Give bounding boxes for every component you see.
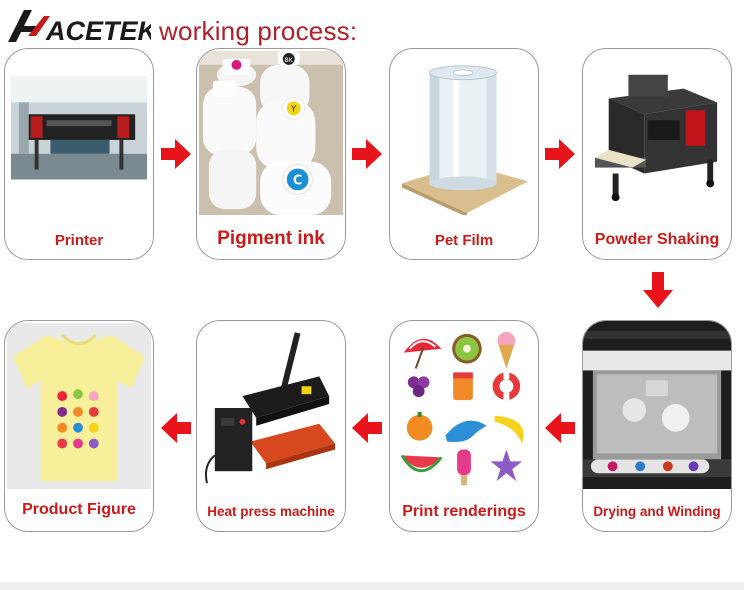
arrow-down-icon [643,272,673,308]
bottle-y-label: Y [290,104,296,113]
step-label: Powder Shaking [594,231,720,248]
step-card-powder-shaking: Powder Shaking [582,48,732,260]
arrow-left-icon [545,413,575,443]
bottle-bk-label: BK [285,58,293,64]
step-card-print-renderings: Print renderings [389,320,539,532]
arrow-right-icon [545,139,575,169]
page-subtitle: working process: [159,16,358,46]
bottle-c-label: C [293,173,302,188]
drying-winding-image [583,321,731,489]
step-label: Print renderings [402,503,526,520]
step-label: Pigment ink [217,228,325,249]
step-card-product-figure: Product Figure [4,320,154,532]
step-label: Heat press machine [207,504,335,519]
step-label: Drying and Winding [593,504,721,519]
step-label: Product Figure [22,501,136,518]
step-card-pigment-ink: BK Y C Pigment ink [196,48,346,260]
arrow-right-icon [352,139,382,169]
step-card-pet-film: Pet Film [389,48,539,260]
step-card-printer: Printer [4,48,154,260]
footer-divider [0,582,744,590]
arrow-right-icon [161,139,191,169]
arrow-left-icon [161,413,191,443]
printer-image [11,55,147,215]
acetek-logo: ACETEK [8,10,151,46]
pet-film-image [396,55,532,215]
powder-shaker-image [589,55,725,215]
logo-text: ACETEK [45,16,151,46]
tshirt-image [7,323,151,489]
ink-bottles-image: BK Y C [199,51,343,215]
print-renderings-image [396,327,532,487]
step-card-heat-press: Heat press machine [196,320,346,532]
heat-press-image [203,327,339,487]
step-label: Printer [54,232,104,249]
step-label: Pet Film [434,232,494,249]
header: ACETEK working process: [6,6,506,46]
arrow-left-icon [352,413,382,443]
step-card-drying-winding: Drying and Winding [582,320,732,532]
